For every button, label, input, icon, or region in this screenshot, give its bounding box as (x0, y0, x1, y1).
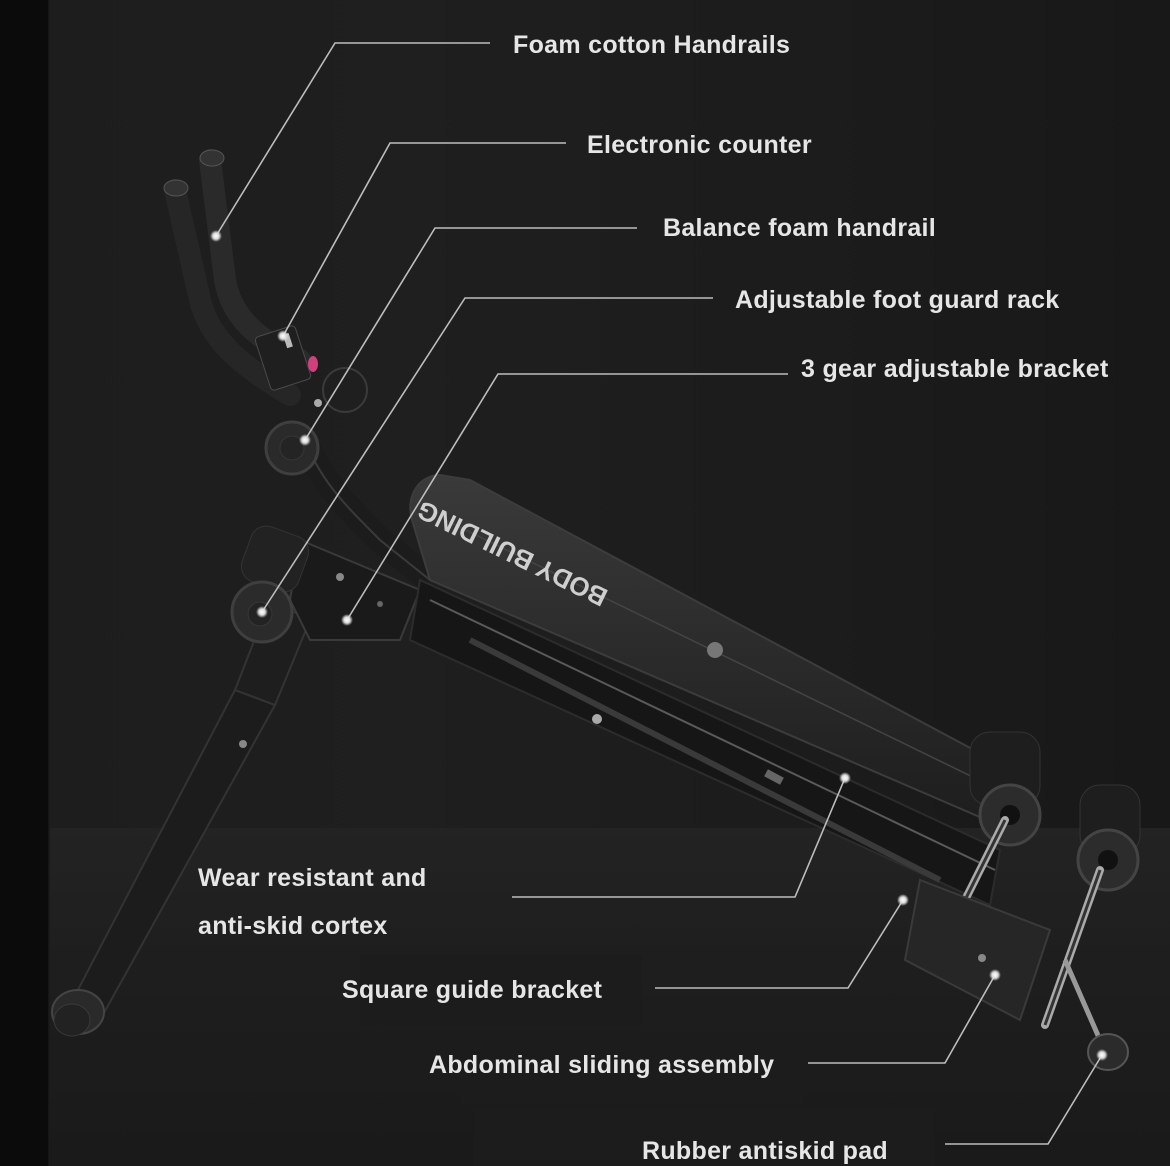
bench-rail (408, 578, 1002, 907)
left-dark-strip (0, 0, 48, 1166)
leader-lines (215, 42, 1103, 1145)
label-square-guide-bracket: Square guide bracket (342, 976, 603, 1004)
label-balance-foam-handrail: Balance foam handrail (663, 214, 937, 242)
label-adjustable-foot-guard-rack: Adjustable foot guard rack (735, 286, 1060, 314)
label-wear-resistant-line2: anti-skid cortex (198, 912, 388, 940)
anchor-dots (210, 230, 1108, 1061)
label-box-sliding (462, 1034, 802, 1104)
label-foam-cotton-handrails: Foam cotton Handrails (513, 31, 791, 59)
label-box-square (360, 955, 642, 1025)
label-box-rubber (474, 1108, 934, 1166)
label-rubber-antiskid-pad: Rubber antiskid pad (642, 1137, 889, 1165)
foot-rollers (903, 731, 1141, 1071)
front-leg (51, 598, 312, 1037)
label-wear-resistant-line1: Wear resistant and (198, 864, 427, 892)
label-3-gear-adjustable-bracket: 3 gear adjustable bracket (801, 355, 1109, 383)
label-abdominal-sliding-assembly: Abdominal sliding assembly (429, 1051, 775, 1079)
label-electronic-counter: Electronic counter (587, 131, 812, 159)
